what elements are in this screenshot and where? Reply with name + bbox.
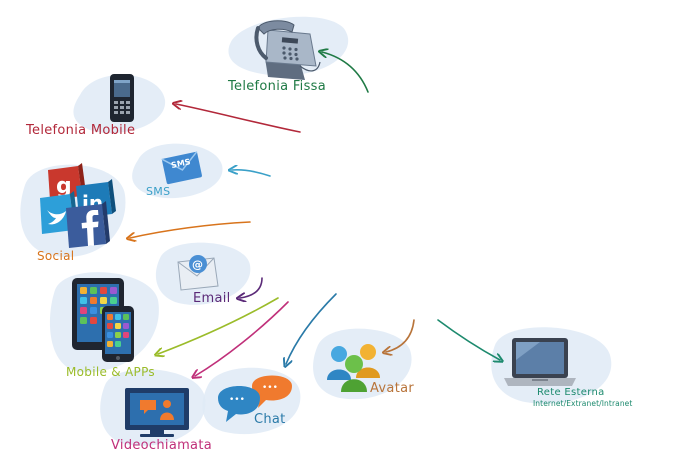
label-mobile-apps: Mobile & APPs [66, 365, 155, 379]
arrow-sms [232, 170, 271, 177]
svg-text:•••: ••• [229, 395, 245, 405]
video-call-monitor-icon [125, 388, 189, 437]
social-network-icons: g in [40, 163, 116, 248]
label-avatar: Avatar [370, 381, 414, 396]
chat-bubbles-icon: ••• ••• [218, 375, 292, 422]
svg-text:g: g [56, 174, 72, 199]
sms-envelope-icon: SMS [161, 151, 202, 185]
label-rete-esterna: Rete Esterna [537, 387, 605, 398]
arrow-fissa [322, 52, 369, 93]
label-sms: SMS [146, 185, 171, 198]
laptop-icon [504, 338, 576, 386]
arrow-email [240, 277, 263, 298]
tablet-smartphone-icon [72, 278, 134, 362]
label-videochiamata: Videochiamata [111, 438, 212, 453]
arrow-chat [286, 293, 337, 364]
arrows [130, 52, 500, 376]
label-social: Social [37, 249, 75, 263]
label-telefonia-fissa: Telefonia Fissa [228, 79, 326, 94]
arrow-social [130, 221, 251, 238]
mobile-phone-icon [110, 74, 134, 122]
avatar-people-icon [327, 344, 380, 392]
arrow-rete [437, 319, 500, 360]
svg-text:@: @ [192, 258, 203, 271]
label-chat: Chat [254, 412, 286, 427]
label-email: Email [193, 291, 231, 306]
label-telefonia-mobile: Telefonia Mobile [26, 123, 136, 138]
svg-text:•••: ••• [262, 383, 278, 393]
arrow-apps [158, 297, 279, 354]
arrow-avatar [386, 319, 415, 352]
email-envelope-icon: @ [177, 255, 219, 291]
desk-phone-icon [254, 20, 321, 80]
arrow-video [195, 301, 289, 376]
svg-text:SMS: SMS [170, 157, 191, 170]
arrow-mobile [176, 104, 301, 133]
label-rete-esterna-sub: Internet/Extranet/Intranet [533, 399, 633, 408]
